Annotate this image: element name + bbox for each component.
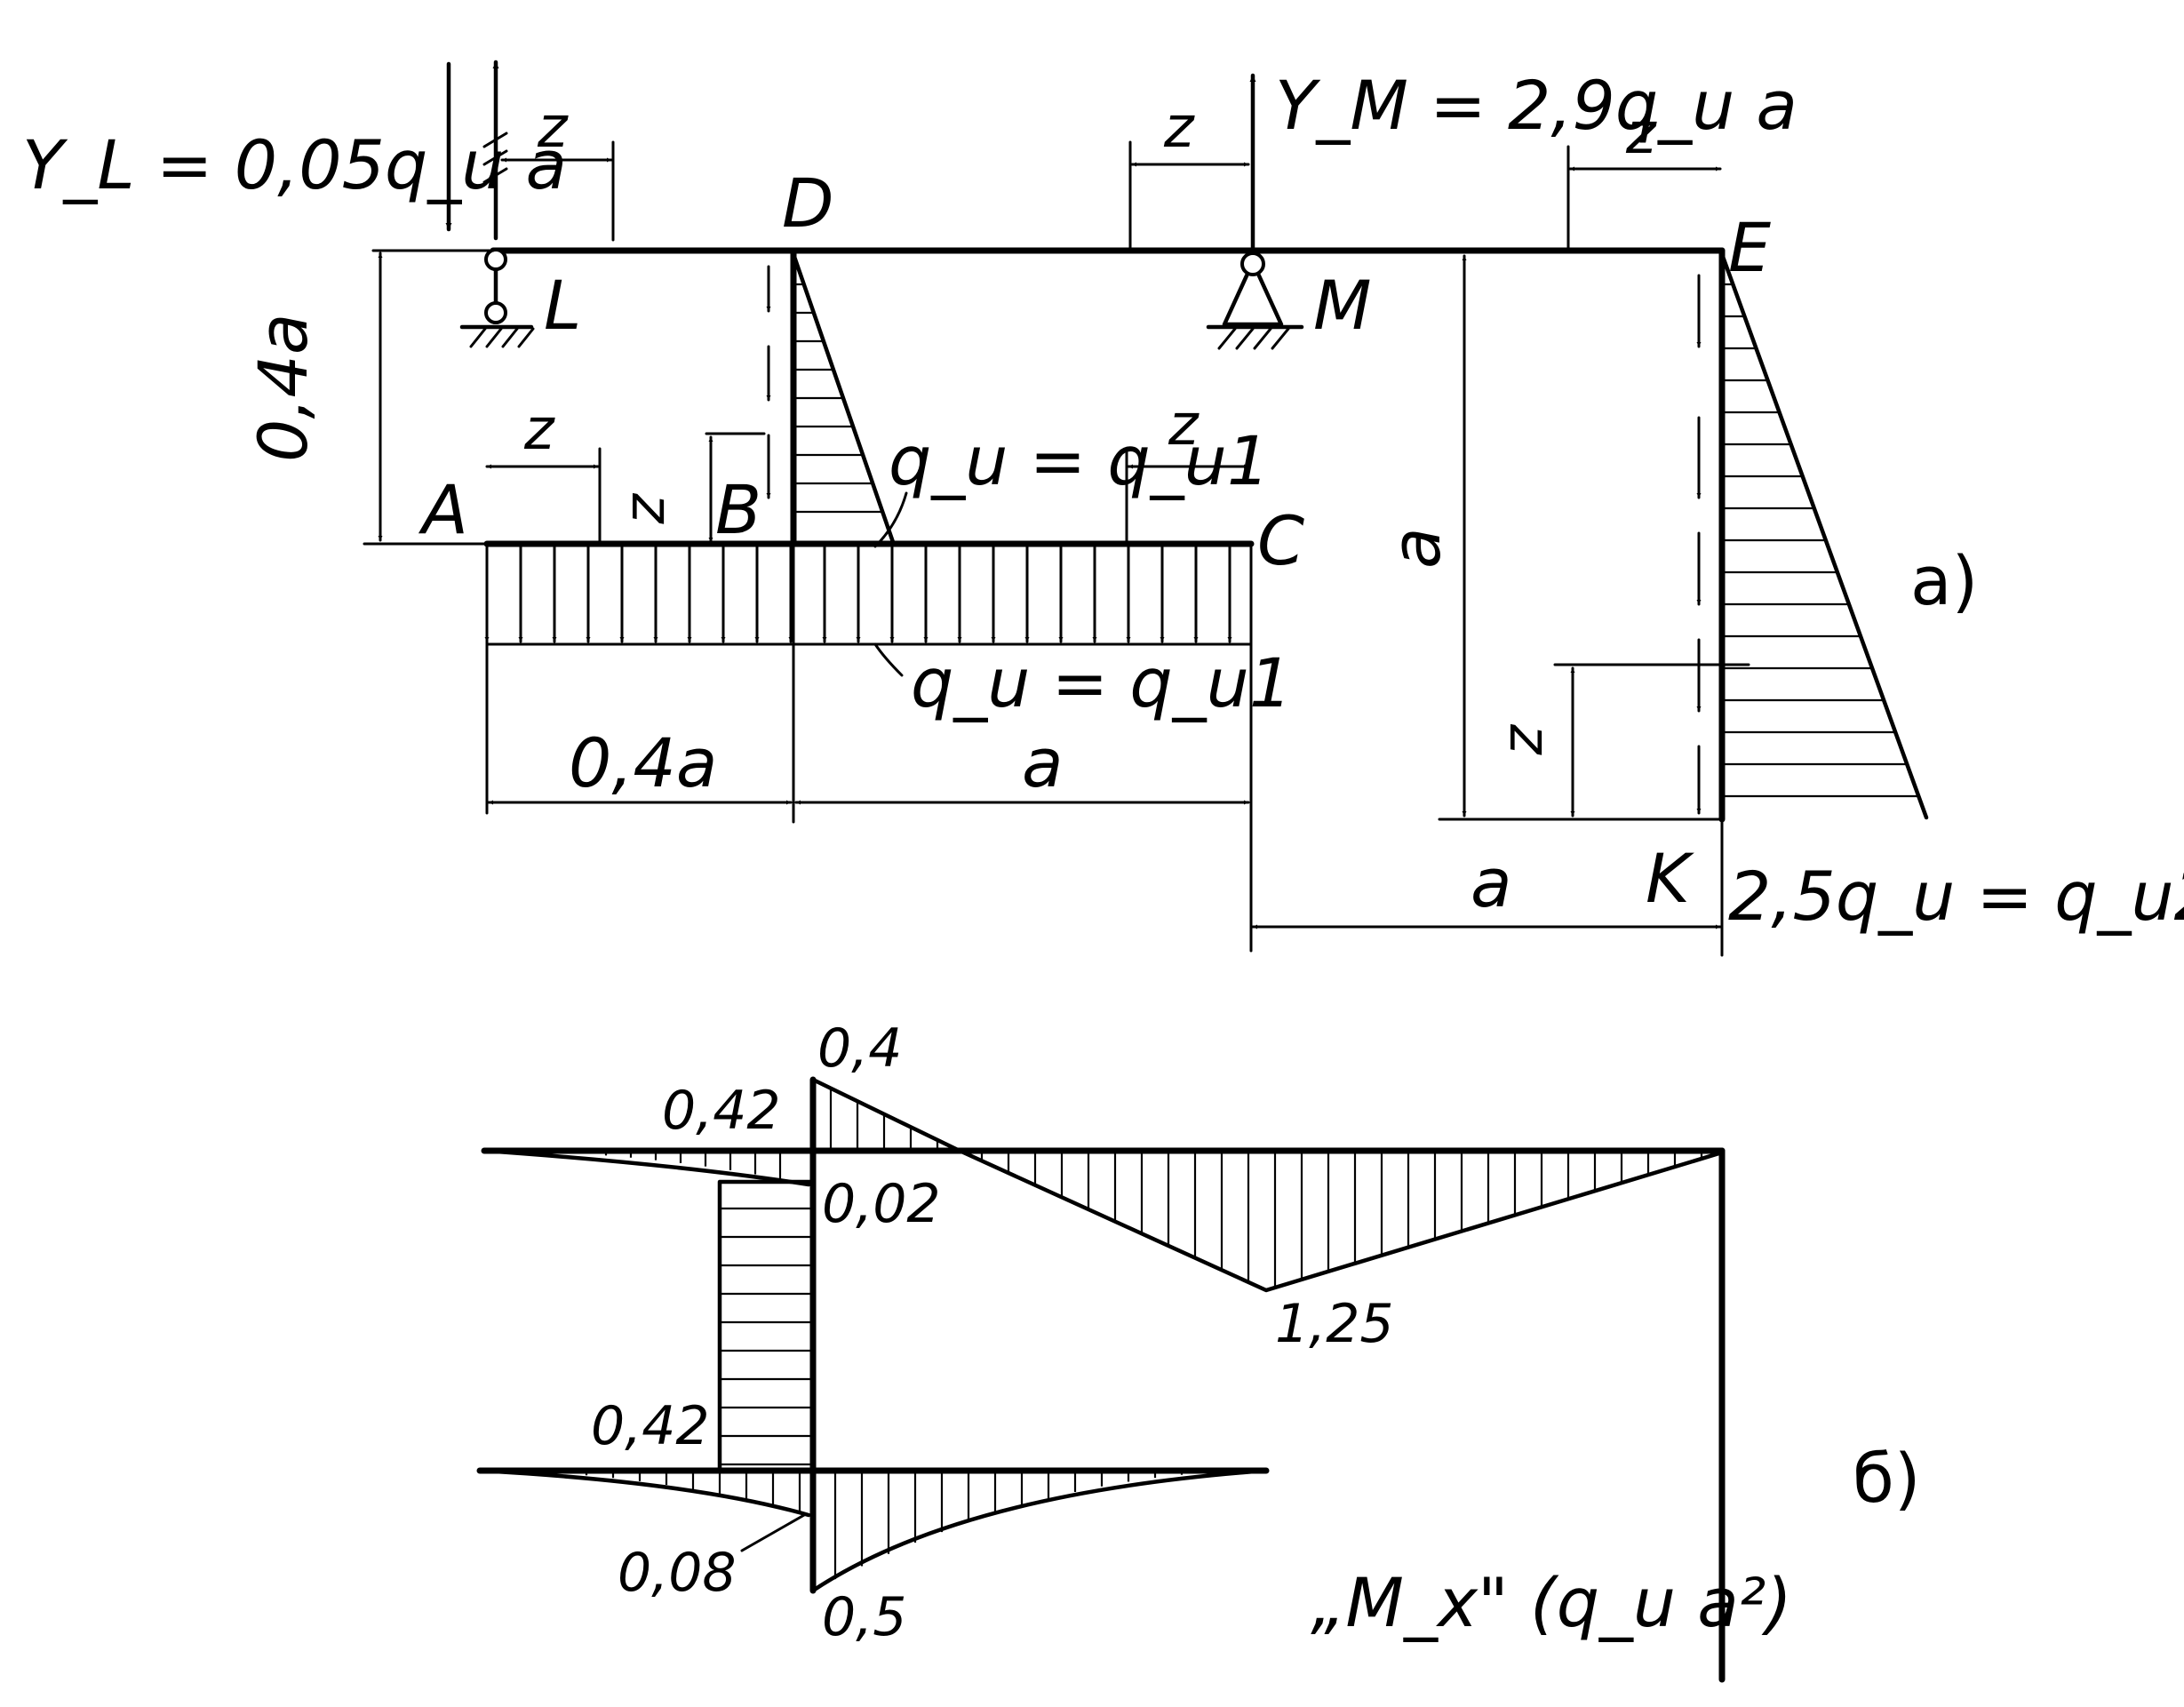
dim-height-left: 0,4a	[243, 249, 495, 546]
svg-text:z: z	[1168, 393, 1200, 459]
point-L: L	[544, 266, 581, 345]
load-triangle-EK	[1696, 251, 1929, 820]
load-triangle-DB	[766, 251, 896, 545]
z-dim-E: z	[1566, 101, 1722, 252]
moment-segment-ABC	[477, 1468, 1269, 1593]
dim-height-EK: a	[1376, 254, 1724, 821]
z-dim-L: z	[500, 95, 615, 242]
moment-column-DB	[717, 1179, 816, 1473]
load-label-q2: 2,5q_u = q_u2	[1728, 857, 2184, 936]
reaction-L-hatch	[482, 132, 508, 184]
distributed-load-AC	[484, 545, 1253, 646]
panel-a-label: a)	[1910, 541, 1978, 620]
reaction-M-label: Y_M = 2,9q_u a	[1275, 66, 1797, 145]
point-E: E	[1728, 208, 1771, 287]
z-dim-BC: z	[1125, 393, 1250, 546]
dim-AB-BC: 0,4a a	[485, 545, 1253, 953]
svg-text:z: z	[1496, 723, 1562, 755]
panel-b-label: б)	[1853, 1439, 1921, 1518]
svg-text:z: z	[1163, 95, 1195, 161]
point-B: B	[715, 470, 761, 549]
moment-value-BC: 0,5	[822, 1586, 906, 1648]
svg-text:a: a	[1471, 843, 1512, 922]
svg-text:z: z	[537, 95, 569, 161]
moment-diagram-title: „M_x" (q_u a²)	[1311, 1563, 1792, 1642]
load-label-q1-bottom: q_u = q_u1	[911, 643, 1292, 722]
moment-value-D-small: 0,02	[822, 1173, 941, 1235]
svg-text:z: z	[1625, 101, 1657, 167]
z-dim-B-vertical: z	[618, 432, 766, 544]
svg-text:z: z	[618, 492, 684, 524]
svg-text:a: a	[1022, 723, 1064, 802]
svg-text:a: a	[1376, 527, 1455, 569]
panel-b-moment-diagram: 0,4 0,42 0,02 1,25 0,42 0,08 0,5 „M_x" (…	[476, 1017, 1921, 1683]
point-C: C	[1257, 501, 1304, 580]
svg-text:0,4a: 0,4a	[569, 723, 717, 802]
reaction-L-label: Y_L = 0,05q_u a	[22, 125, 567, 204]
svg-text:z: z	[523, 397, 555, 463]
moment-value-max: 1,25	[1275, 1293, 1394, 1355]
support-L	[459, 248, 535, 348]
moment-segment-DE	[810, 1077, 1725, 1293]
moment-segment-LD	[482, 1148, 811, 1187]
panel-a-frame-scheme: Y_L = 0,05q_u a Y_M = 2,9q_u a z z z z	[22, 60, 2184, 957]
moment-value-B-side: 0,42	[591, 1395, 710, 1457]
z-dim-K-vertical: z	[1496, 663, 1750, 818]
point-D: D	[782, 164, 834, 243]
dim-CK: a	[1251, 818, 1724, 957]
support-M	[1206, 251, 1304, 350]
moment-value-AB: 0,08	[618, 1542, 737, 1604]
load-label-q1-top: q_u = q_u1	[889, 421, 1270, 500]
z-dim-AB: z	[485, 397, 602, 546]
moment-value-L-side: 0,42	[662, 1080, 781, 1142]
moment-value-D-top: 0,4	[817, 1017, 902, 1080]
point-K: K	[1646, 839, 1694, 918]
z-dim-M: z	[1128, 95, 1250, 252]
point-A: A	[418, 470, 468, 549]
svg-text:0,4a: 0,4a	[243, 314, 323, 462]
point-M: M	[1313, 266, 1372, 345]
